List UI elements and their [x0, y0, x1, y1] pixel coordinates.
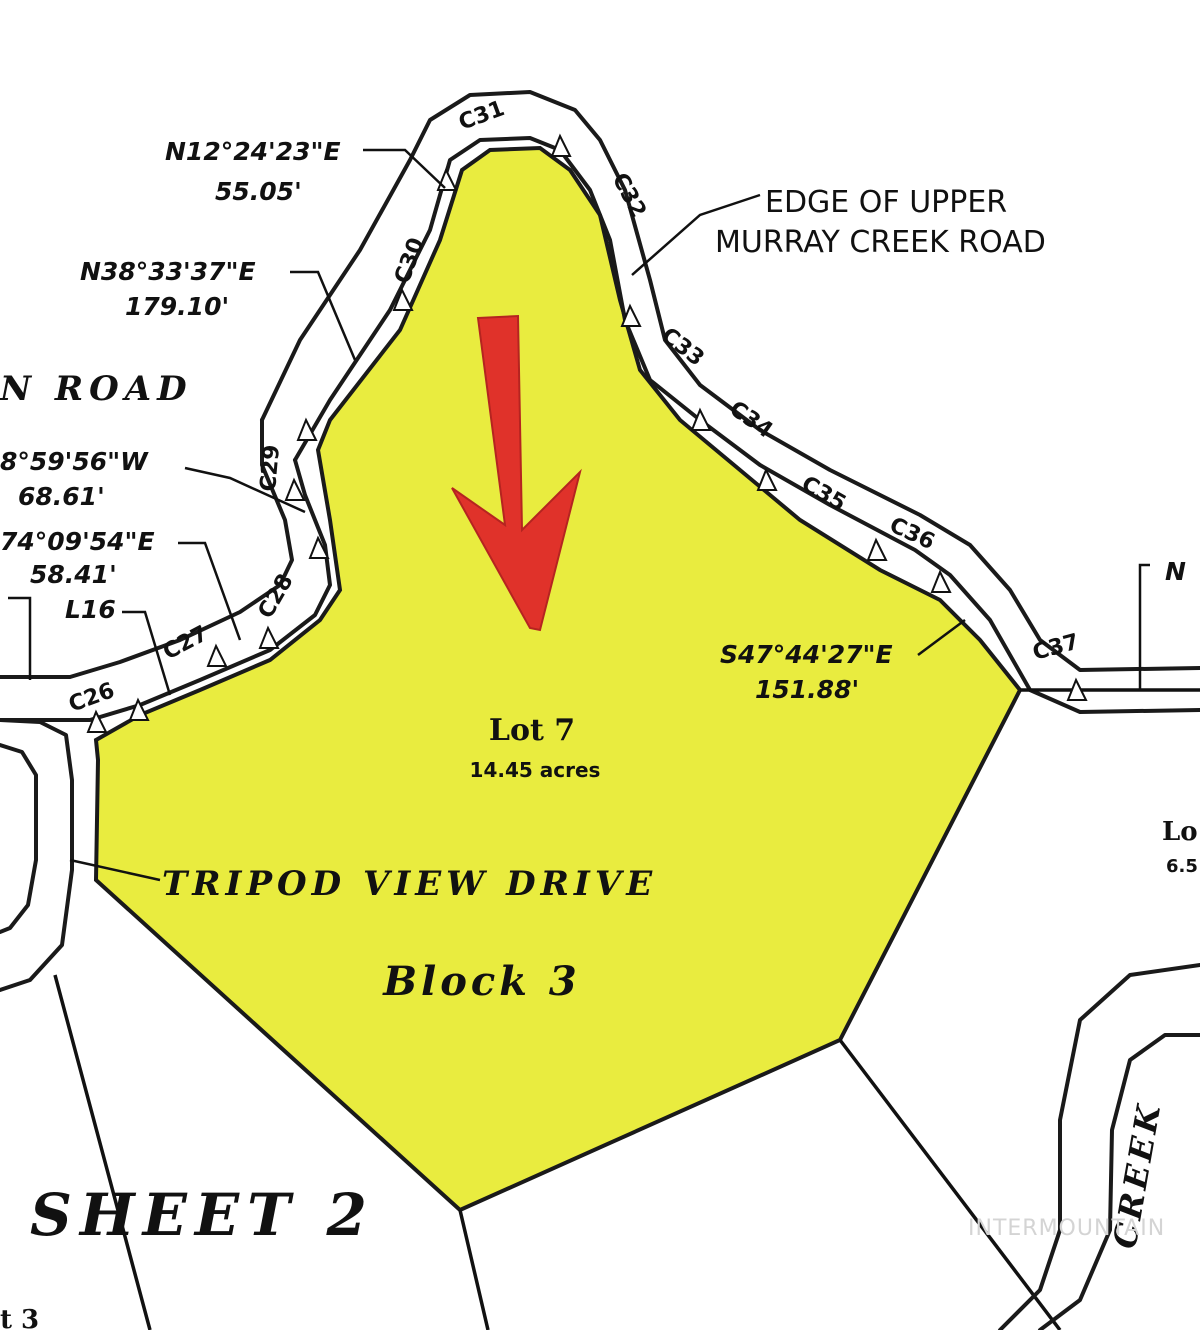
red-arrow — [451, 314, 582, 632]
curve-label-c26: C26 — [66, 678, 118, 717]
curve-marker — [756, 467, 778, 491]
lot-name: Lot 7 — [489, 713, 575, 748]
watermark: INTERMOUNTAIN — [968, 1216, 1165, 1241]
upper-edge-label-2: MURRAY CREEK ROAD — [715, 225, 1046, 260]
tripod-view-label: TRIPOD VIEW DRIVE — [162, 864, 657, 904]
curve-marker — [284, 477, 306, 501]
curve-marker — [128, 697, 150, 721]
curve-markers — [86, 133, 1088, 733]
curve-marker — [206, 643, 228, 667]
curve-marker — [296, 417, 318, 441]
right-lot-area-fragment: 6.5 — [1166, 856, 1198, 877]
upper-murray-creek-road — [260, 90, 1200, 672]
creek-road-inner — [1038, 1033, 1200, 1330]
curve-label-c31: C31 — [456, 96, 508, 135]
lot-7-parcel[interactable] — [93, 145, 1023, 1213]
lot-line-s — [458, 1209, 490, 1330]
bearing-3: 8°59'56"W — [0, 447, 149, 476]
bearing-1: N12°24'23"E — [165, 137, 341, 166]
distance-5: 151.88' — [755, 675, 859, 704]
callout-leaders — [8, 148, 1150, 882]
distance-1: 55.05' — [215, 177, 302, 206]
distance-4: 58.41' — [30, 560, 117, 589]
bearing-4: 74°09'54"E — [0, 527, 155, 556]
curve-label-c29: C29 — [256, 444, 285, 493]
curve-marker — [1066, 677, 1088, 701]
sheet-label: SHEET 2 — [30, 1181, 375, 1249]
curve-marker — [620, 303, 642, 327]
creek-road-outer — [998, 963, 1200, 1330]
bearing-5: S47°44'27"E — [720, 640, 893, 669]
tripod-cul-de-sac-outer — [0, 718, 74, 992]
bottom-left-fragment: t 3 — [0, 1305, 39, 1330]
left-road-label: N ROAD — [0, 369, 193, 409]
right-lot-fragment: Lo — [1162, 817, 1198, 847]
curve-marker — [550, 133, 572, 157]
lot-line-sw — [53, 974, 152, 1330]
curve-marker — [392, 287, 414, 311]
curve-marker — [258, 625, 280, 649]
tripod-cul-de-sac-inner — [0, 743, 38, 934]
curve-marker — [930, 569, 952, 593]
lot-line-se — [838, 1038, 1062, 1330]
line-label-l16: L16 — [65, 595, 116, 624]
right-edge-fragment: N — [1165, 557, 1186, 586]
left-road-upper-edge — [0, 418, 294, 679]
lot-area: 14.45 acres — [470, 758, 601, 782]
curve-marker — [86, 709, 108, 733]
curve-label-c32: C32 — [607, 169, 651, 222]
block-label: Block 3 — [382, 958, 581, 1005]
upper-edge-label-1: EDGE OF UPPER — [765, 185, 1007, 220]
left-road-lower-edge — [0, 458, 332, 722]
curve-marker — [436, 167, 458, 191]
curve-marker — [308, 535, 330, 559]
distance-2: 179.10' — [125, 292, 229, 321]
curve-marker — [866, 537, 888, 561]
distance-3: 68.61' — [18, 482, 105, 511]
curve-marker — [690, 407, 712, 431]
bearing-2: N38°33'37"E — [80, 257, 256, 286]
